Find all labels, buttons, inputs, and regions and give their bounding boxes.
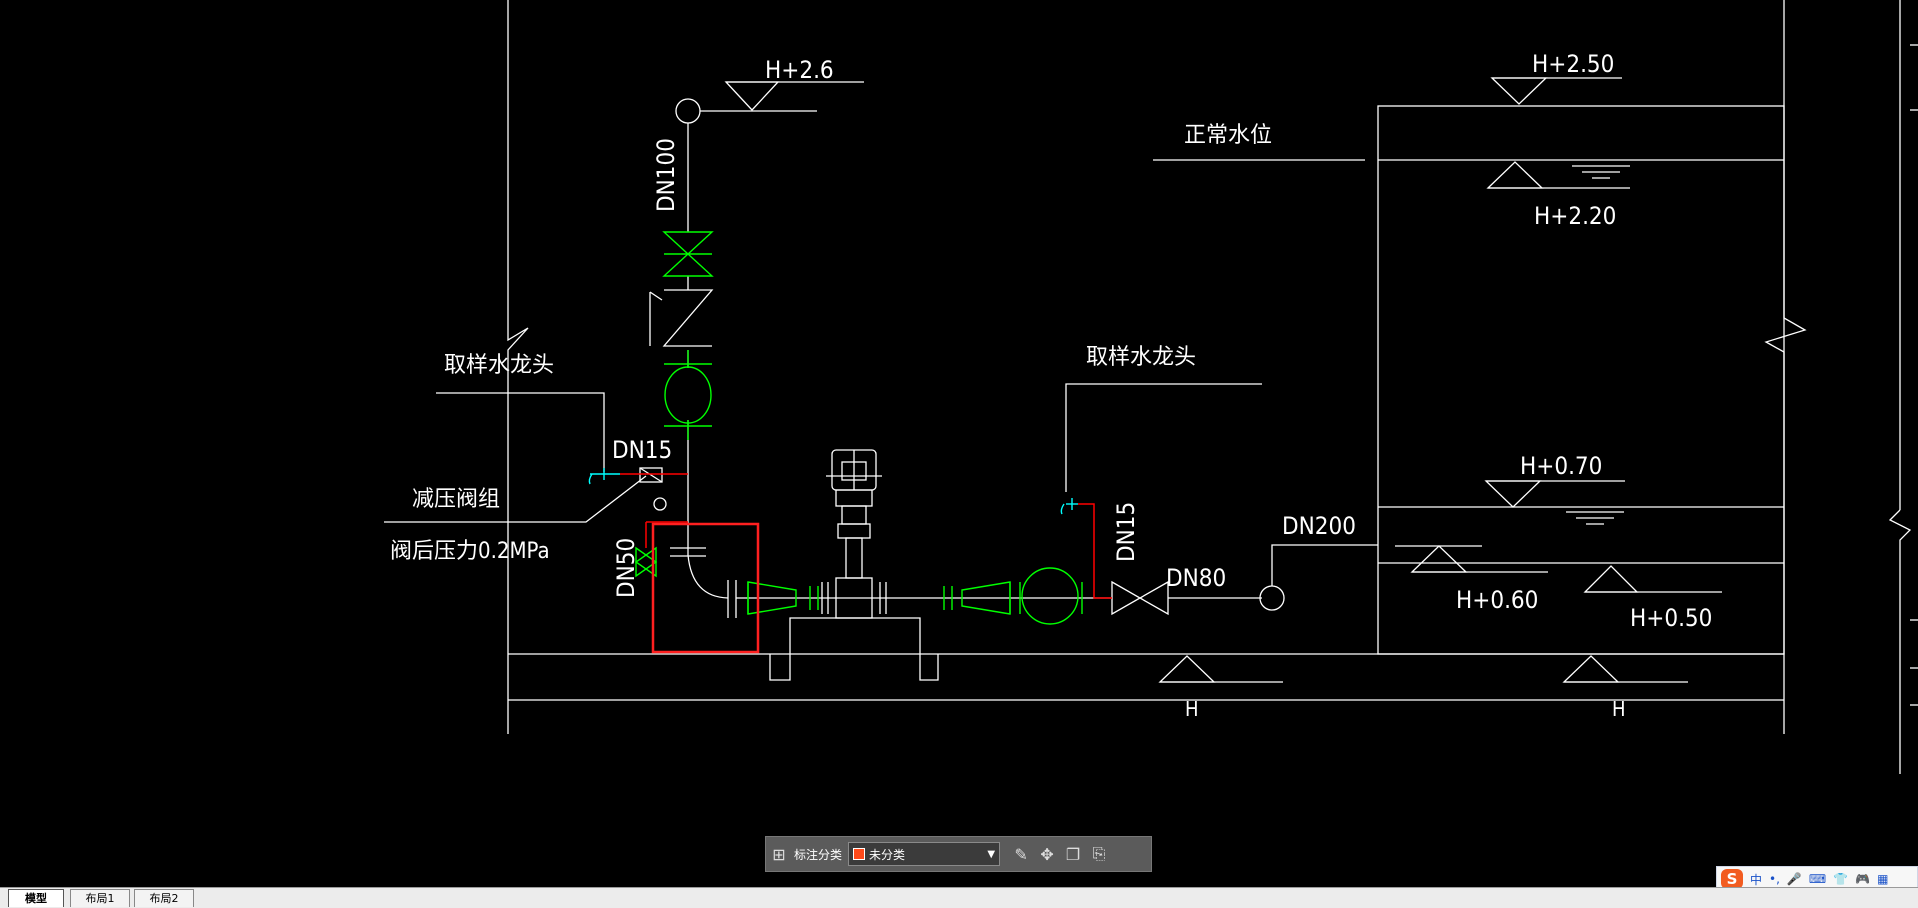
drawing-labels: H+2.6 DN100 取样水龙头 DN15 减压阀组 阀后压力0.2MPa D…: [390, 50, 1712, 721]
label-h-050: H+0.50: [1630, 604, 1712, 632]
label-dn200: DN200: [1282, 512, 1356, 540]
cad-drawing: H+2.6 DN100 取样水龙头 DN15 减压阀组 阀后压力0.2MPa D…: [384, 0, 1918, 774]
move-icon[interactable]: ✥: [1040, 844, 1054, 864]
valve-symbols: [634, 231, 1083, 625]
layout-tab-bar: 模型 布局1 布局2: [0, 887, 1918, 908]
ime-chinese-mode[interactable]: 中: [1750, 872, 1763, 887]
label-h-250: H+2.50: [1532, 50, 1614, 78]
label-dn80: DN80: [1166, 564, 1226, 592]
label-prv-pressure: 阀后压力0.2MPa: [390, 539, 550, 564]
drawing-canvas[interactable]: H+2.6 DN100 取样水龙头 DN15 减压阀组 阀后压力0.2MPa D…: [0, 0, 1918, 887]
paste-icon[interactable]: ⎘: [1092, 844, 1106, 863]
label-h-220: H+2.20: [1534, 202, 1616, 230]
category-color-swatch: [853, 848, 866, 860]
annotation-toolbar: ⊞ 标注分类 未分类 ▼ ✎ ✥ ❐ ⎘: [765, 836, 1152, 872]
label-h-floor-left: H: [1185, 697, 1199, 721]
tab-layout2[interactable]: 布局2: [134, 889, 194, 907]
label-normal-level: 正常水位: [1184, 123, 1272, 148]
label-h-060: H+0.60: [1456, 586, 1538, 614]
sampling-taps: [588, 468, 1078, 515]
tab-model[interactable]: 模型: [8, 889, 64, 907]
building-outline: [384, 0, 1918, 774]
annotation-category-select[interactable]: 未分类 ▼: [848, 842, 1001, 866]
grid-icon[interactable]: ⊞: [772, 844, 786, 864]
label-h-070: H+0.70: [1520, 452, 1602, 480]
ime-punctuation-icon[interactable]: •,: [1769, 872, 1780, 886]
edit-icon[interactable]: ✎: [1014, 844, 1028, 864]
label-h-floor-right: H: [1612, 697, 1626, 721]
tab-layout1[interactable]: 布局1: [70, 889, 130, 907]
label-dn15-right: DN15: [1112, 502, 1140, 562]
ime-logo-icon[interactable]: S: [1721, 869, 1743, 889]
chevron-down-icon: ▼: [987, 848, 996, 860]
label-sample-tap-left: 取样水龙头: [444, 353, 554, 378]
label-dn50: DN50: [612, 538, 640, 598]
label-sample-tap-right: 取样水龙头: [1086, 345, 1196, 370]
label-dn100: DN100: [652, 138, 680, 212]
gamepad-icon[interactable]: 🎮: [1855, 872, 1871, 886]
label-dn15-left: DN15: [612, 436, 672, 464]
skin-icon[interactable]: 👕: [1833, 872, 1849, 886]
annotation-category-value: 未分类: [869, 847, 906, 862]
label-h-top-left: H+2.6: [765, 56, 834, 84]
microphone-icon[interactable]: 🎤: [1786, 872, 1802, 886]
label-prv-group: 减压阀组: [412, 487, 500, 512]
selection-box[interactable]: [651, 522, 760, 654]
copy-icon[interactable]: ❐: [1065, 844, 1081, 864]
toolbox-icon[interactable]: ▦: [1877, 872, 1889, 886]
keyboard-icon[interactable]: ⌨: [1808, 872, 1827, 886]
annotation-category-label: 标注分类: [794, 847, 843, 862]
red-pipes: [620, 473, 1112, 599]
